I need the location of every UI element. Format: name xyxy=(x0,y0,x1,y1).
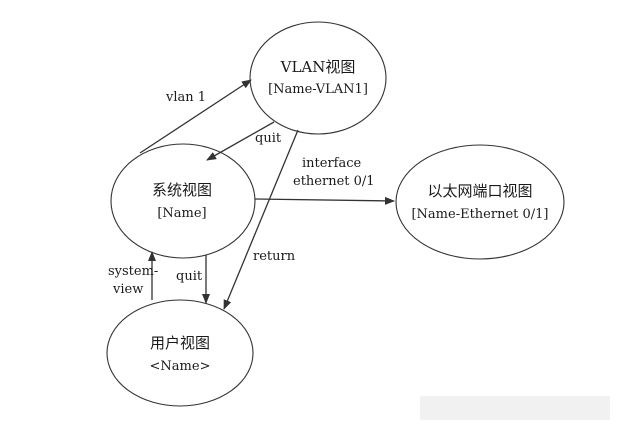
node-vlan-view: VLAN视图 [Name-VLAN1] xyxy=(249,21,387,135)
node-vlan-view-sub: [Name-VLAN1] xyxy=(268,82,368,97)
edge-system-to-ethernet-label-line1: interface xyxy=(302,156,362,171)
edge-vlan-to-system-arrow xyxy=(206,121,275,161)
node-ethernet-view: 以太网端口视图 [Name-Ethernet 0/1] xyxy=(395,144,565,260)
edge-system-to-user-label: quit xyxy=(176,269,203,284)
node-user-view-sub: <Name> xyxy=(150,359,211,374)
edge-user-to-system-label-line2: view xyxy=(112,282,143,297)
node-system-view-shape xyxy=(110,143,256,259)
edge-system-to-vlan-arrow xyxy=(139,79,252,154)
edge-vlan-to-user-arrow xyxy=(223,129,299,310)
node-system-view-sub: [Name] xyxy=(157,206,206,221)
node-system-view: 系统视图 [Name] xyxy=(110,143,256,259)
node-vlan-view-shape xyxy=(249,21,387,135)
edge-system-to-ethernet-arrow xyxy=(254,196,395,205)
node-user-view: 用户视图 <Name> xyxy=(106,299,254,407)
node-ethernet-view-title: 以太网端口视图 xyxy=(427,182,532,200)
edge-user-to-system-label-line1: system- xyxy=(108,264,158,279)
node-ethernet-view-shape xyxy=(395,144,565,260)
node-ethernet-view-sub: [Name-Ethernet 0/1] xyxy=(411,207,548,222)
node-vlan-view-title: VLAN视图 xyxy=(280,58,356,76)
node-system-view-title: 系统视图 xyxy=(152,181,212,199)
node-user-view-title: 用户视图 xyxy=(150,334,210,352)
edge-system-to-ethernet-label-line2: ethernet 0/1 xyxy=(293,174,375,189)
edge-system-to-vlan-label: vlan 1 xyxy=(165,90,206,105)
node-user-view-shape xyxy=(106,299,254,407)
watermark-area xyxy=(420,396,610,420)
edge-vlan-to-user-label: return xyxy=(253,249,296,264)
edge-vlan-to-system-label: quit xyxy=(255,131,282,146)
